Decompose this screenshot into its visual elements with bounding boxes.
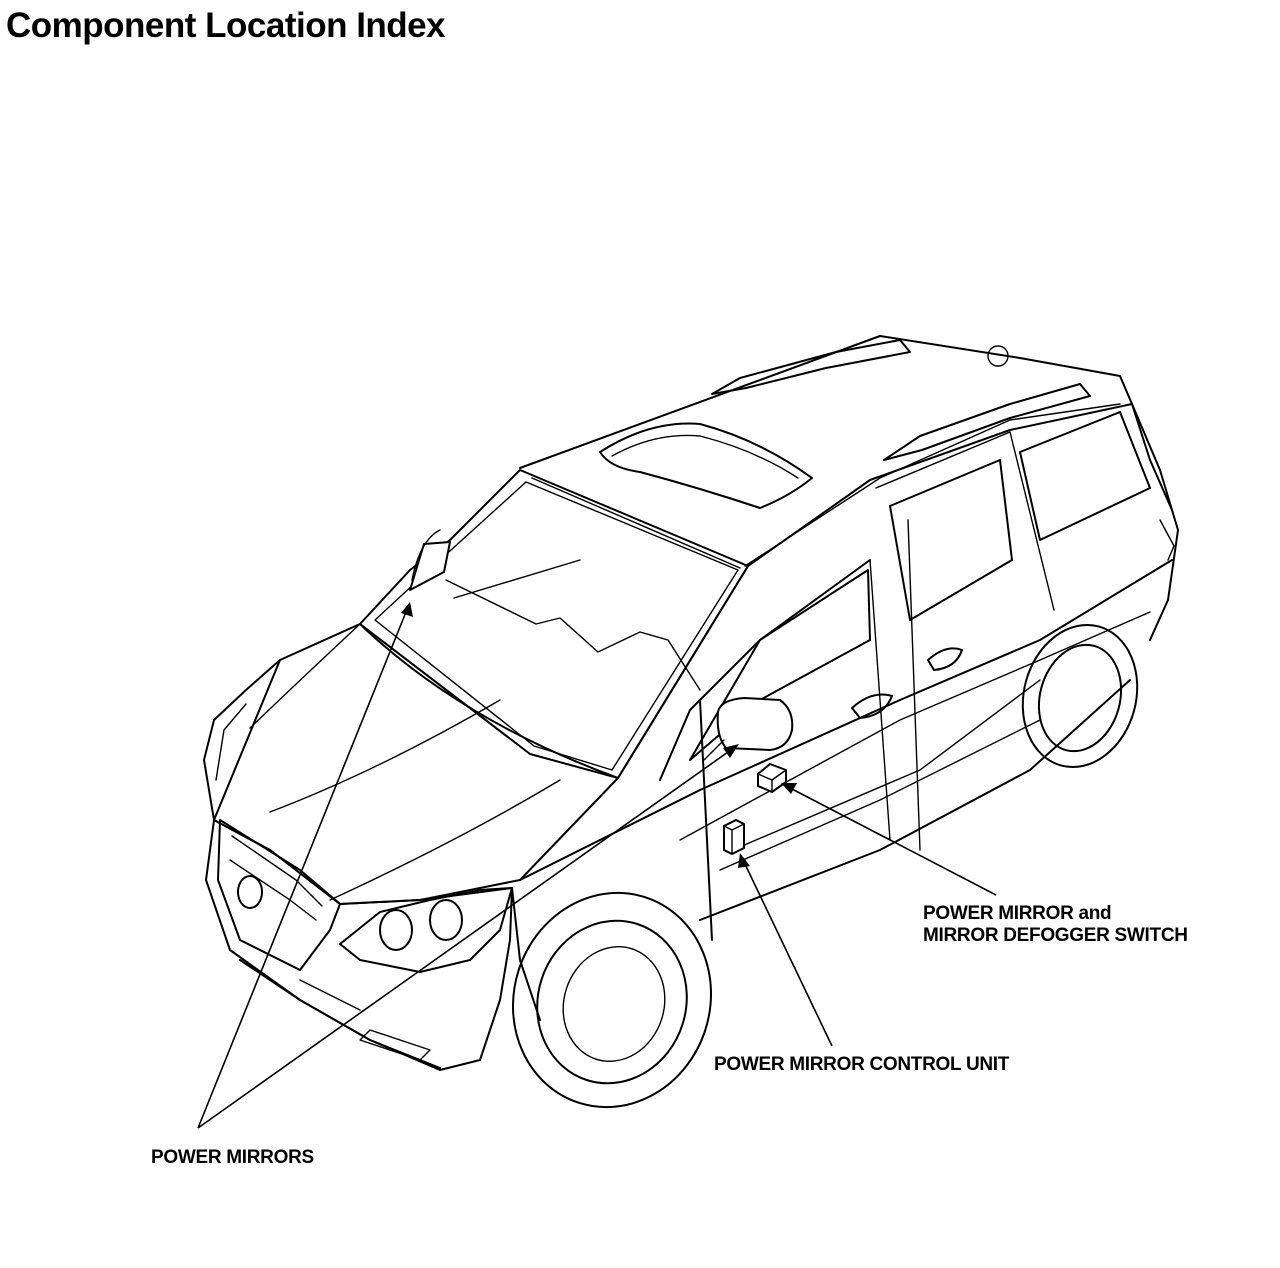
label-mirror-defogger-switch: POWER MIRROR and MIRROR DEFOGGER SWITCH xyxy=(923,903,1188,947)
label-power-mirror-control-unit: POWER MIRROR CONTROL UNIT xyxy=(714,1054,1010,1075)
label-power-mirrors: POWER MIRRORS xyxy=(151,1147,314,1168)
label-line-1: POWER MIRROR and xyxy=(923,903,1112,924)
control-unit-part xyxy=(723,819,745,855)
right-power-mirror xyxy=(703,697,794,761)
label-line-2: MIRROR DEFOGGER SWITCH xyxy=(923,925,1188,946)
left-power-mirror xyxy=(409,529,451,591)
mirror-switch-part xyxy=(757,763,787,793)
leader-lines xyxy=(197,602,997,1129)
page-title: Component Location Index xyxy=(6,6,446,45)
rear-wheel xyxy=(1021,623,1139,769)
minivan-outline xyxy=(203,335,1179,1109)
front-wheel xyxy=(512,891,712,1109)
